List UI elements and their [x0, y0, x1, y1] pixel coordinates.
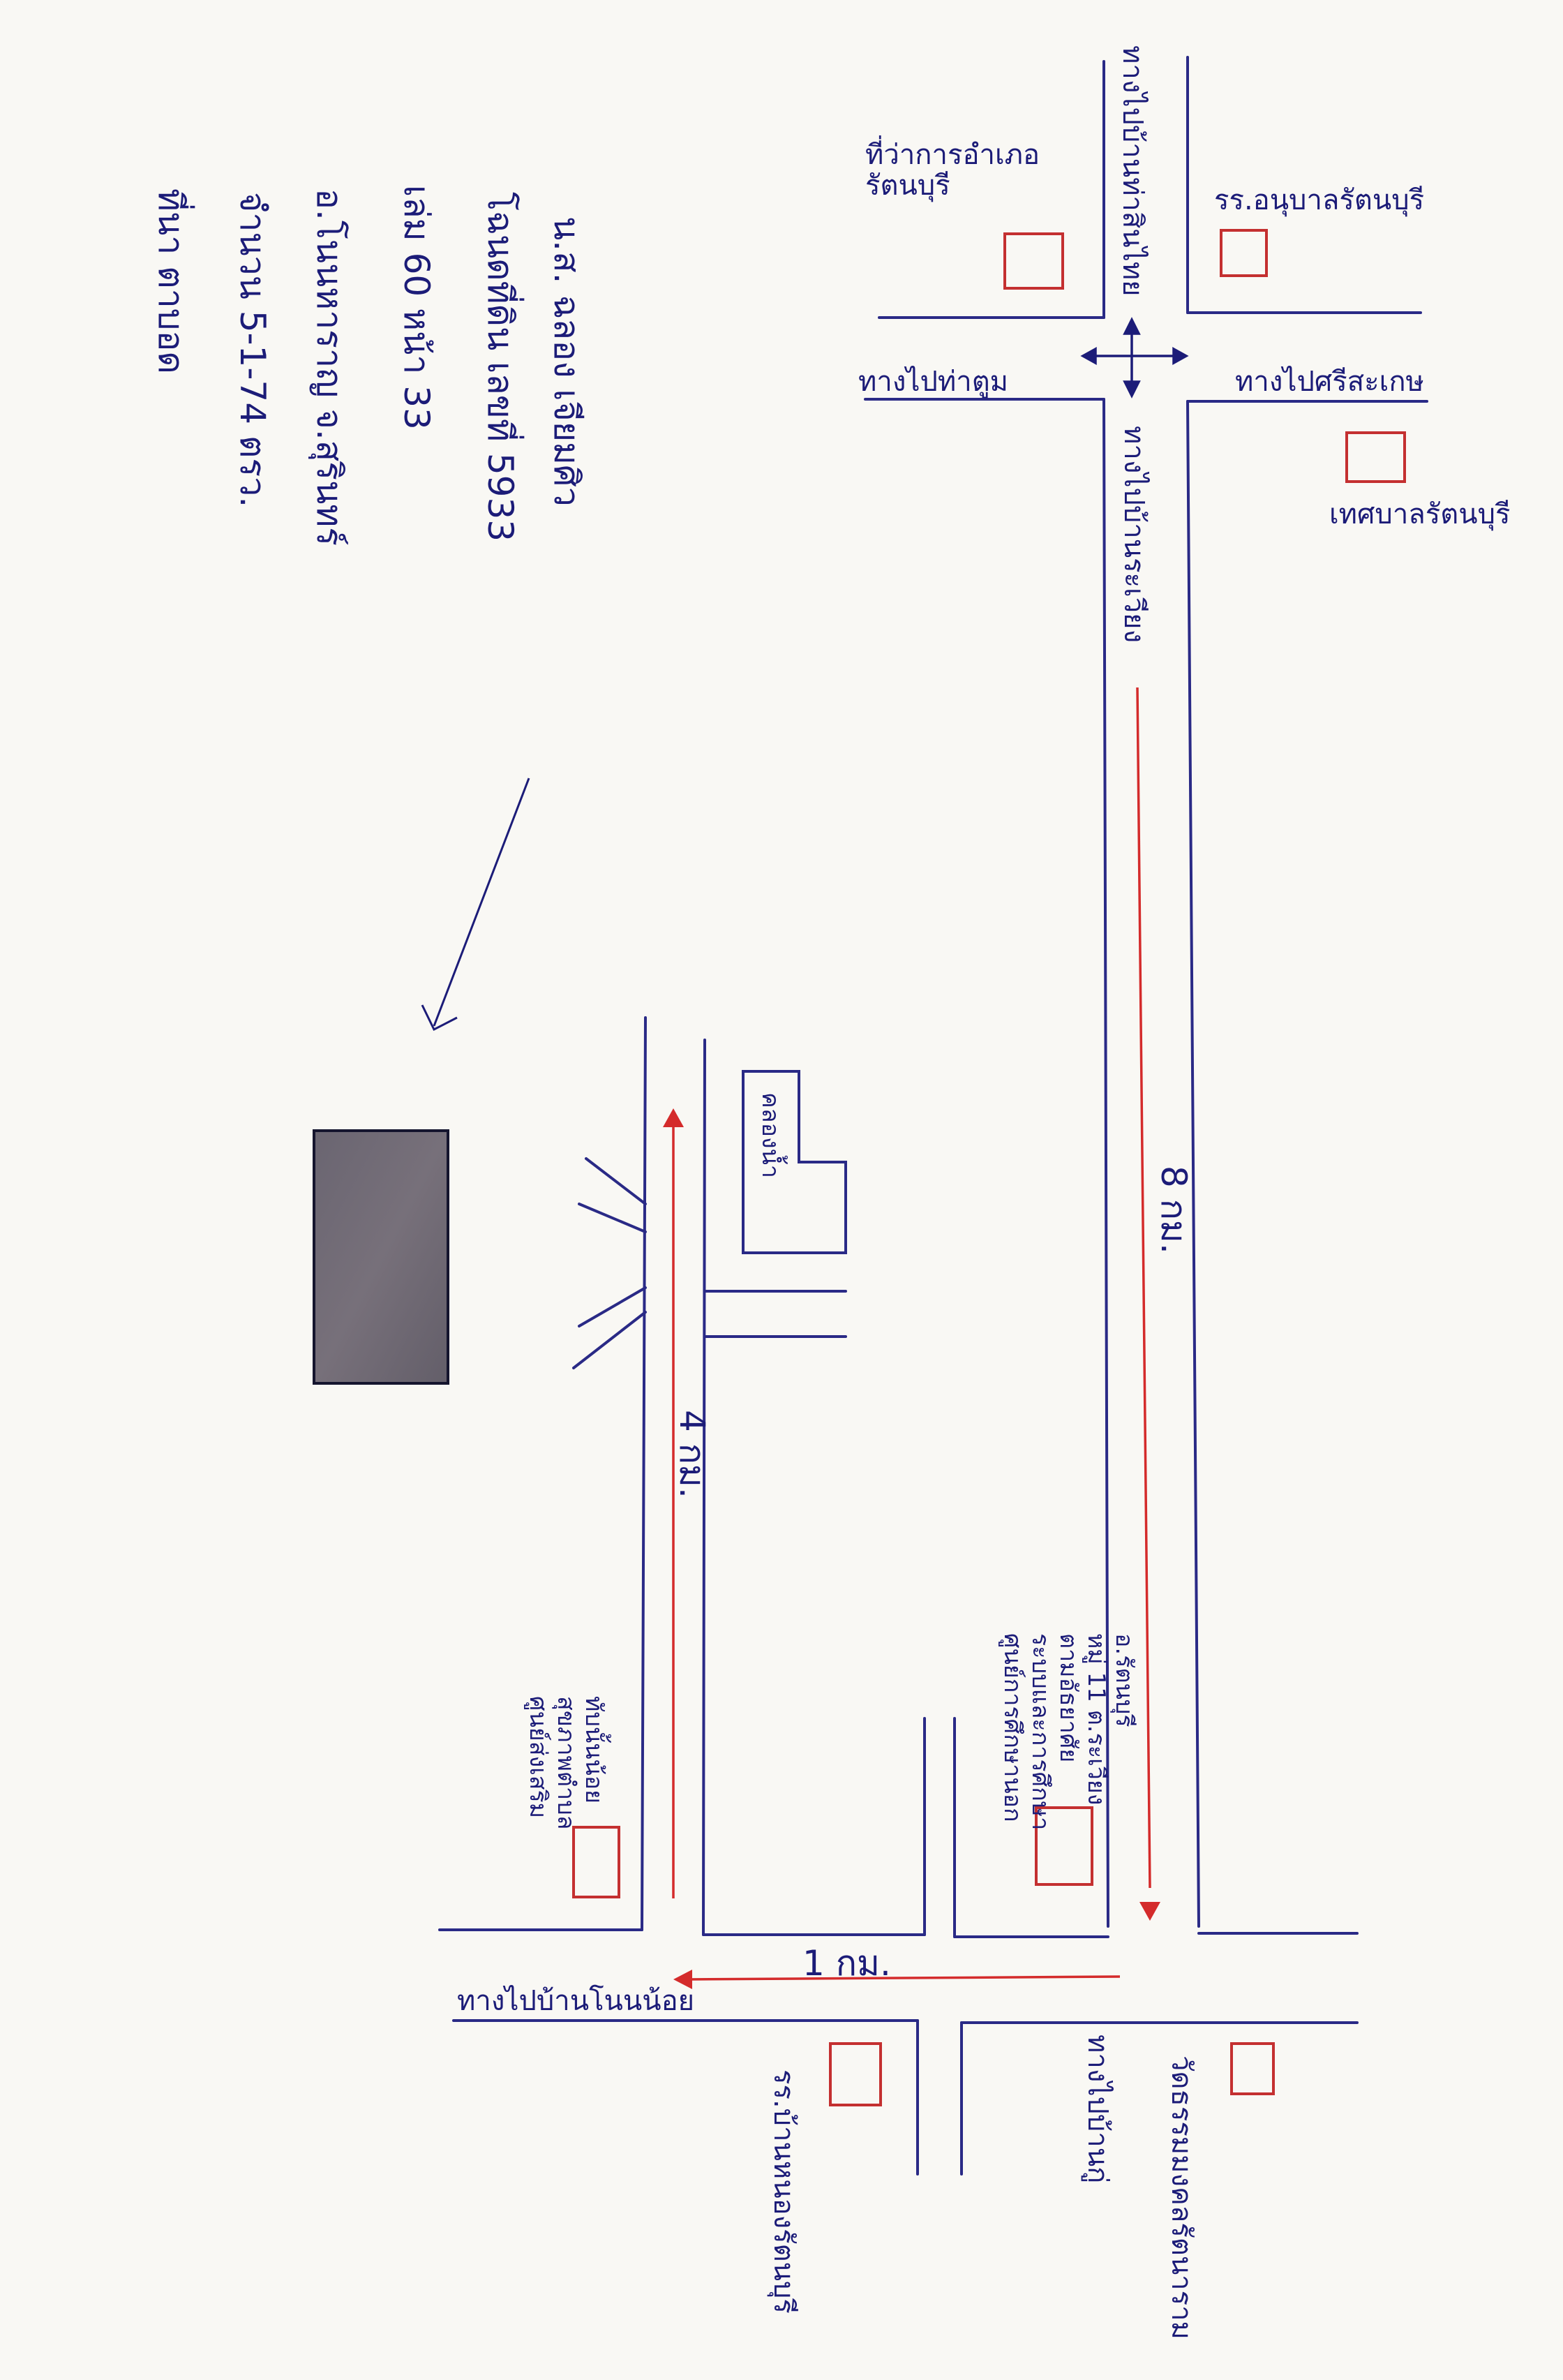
label-to-west: ทางไปท่าตูม	[858, 366, 1008, 398]
road-mid-right	[702, 1039, 706, 1936]
path-to-plot-3	[578, 1286, 647, 1327]
distance-main: 8 กม.	[1153, 1166, 1194, 1254]
route-main-line	[1136, 687, 1151, 1889]
building-health-center	[572, 1826, 620, 1898]
label-line: ระบบและการศึกษา	[1026, 1633, 1054, 1830]
road-mid-left	[641, 1016, 647, 1931]
rotated-place-labels: ศูนย์ส่งเสริมสุขภาพตำบลทับนั้นน้อย ศูนย์…	[524, 1633, 1197, 2340]
label-municipality: เทศบาลรัตนบุรี	[1329, 498, 1510, 531]
label-health-center: ศูนย์ส่งเสริมสุขภาพตำบลทับนั้นน้อย	[524, 1696, 611, 1830]
route-bottom-arrowhead	[673, 1970, 692, 1989]
note-line-4: อ.โนนหาราญ จ.สุรินทร์	[308, 188, 350, 546]
plot-pointer-line	[433, 778, 530, 1027]
label-to-north: ทางไปบ้านท่าสินไทย	[1116, 45, 1149, 297]
label-to-right-bottom: ทางไปบ้านกู่	[1082, 2035, 1114, 2183]
label-line: ทับนั้นน้อย	[580, 1696, 611, 1803]
route-arrows	[663, 687, 1160, 1989]
route-main-arrowhead	[1139, 1902, 1160, 1921]
building-municipality	[1345, 431, 1406, 483]
path-to-plot-2	[578, 1203, 647, 1233]
label-to-bottom: ทางไปบ้านโนนน้อย	[457, 1985, 694, 2017]
label-school: รร.บ้านหนองรัตนบุรี	[767, 2069, 800, 2314]
label-line: รัตนบุรี	[865, 170, 950, 202]
road-labels: ทางไปบ้านท่าสินไทย ทางไปท่าตูม ทางไปศรีส…	[457, 45, 1424, 2183]
path-to-plot-4	[572, 1311, 647, 1369]
label-temple: วัดธรรมมงคลรัตนาราม	[1165, 2055, 1197, 2340]
note-line-3: เล่ม 60 หน้า 33	[396, 185, 437, 430]
label-canal: คลองน้ำ	[756, 1092, 788, 1178]
distance-bottom: 1 กม.	[802, 1943, 891, 1984]
note-line-2: โฉนดที่ดิน เลขที่ 5933	[480, 192, 524, 542]
building-school	[829, 2042, 882, 2106]
route-bottom-line	[687, 1975, 1121, 1981]
building-temple	[1230, 2042, 1275, 2095]
label-line: ศูนย์การศึกษานอก	[999, 1633, 1026, 1822]
path-to-plot-1	[585, 1157, 647, 1205]
compass-cross	[1080, 317, 1189, 399]
label-to-main: ทางไปบ้านระเวียง	[1118, 426, 1150, 643]
route-mid-arrowhead	[663, 1108, 684, 1127]
deed-note: น.ส. ฉลอง เจียมศิว โฉนดที่ดิน เลขที่ 593…	[151, 185, 587, 546]
label-community-center: ศูนย์การศึกษานอกระบบและการศึกษาตามอัธยาศ…	[999, 1633, 1138, 1830]
road-main-right	[1186, 400, 1200, 1928]
label-line: ศูนย์ส่งเสริม	[524, 1696, 552, 1818]
note-line-6: ที่นา ตาบอด	[151, 188, 195, 374]
road-main-left	[1102, 398, 1109, 1928]
label-kindergarten: รร.อนุบาลรัตนบุรี	[1214, 184, 1424, 217]
place-labels: ที่ว่าการอำเภอ รัตนบุรี รร.อนุบาลรัตนบุร…	[756, 135, 1510, 1178]
buildings	[572, 229, 1406, 2106]
building-kindergarten	[1220, 229, 1268, 277]
canal-outline	[742, 1070, 847, 1254]
label-line: ตามอัธยาศัย	[1054, 1633, 1082, 1762]
label-district-office: ที่ว่าการอำเภอ รัตนบุรี	[865, 135, 1049, 202]
plot-pointer-head	[421, 1004, 458, 1032]
note-line-5: จำนวน 5-1-74 ตรว.	[232, 192, 273, 507]
note-line-1: น.ส. ฉลอง เจียมศิว	[546, 216, 587, 507]
distance-middle: 4 กม.	[672, 1410, 712, 1498]
label-district-office-text: ที่ว่าการอำเภอ	[865, 135, 1040, 171]
label-line: สุขภาพตำบล	[552, 1696, 580, 1830]
label-line: หมู่ 11 ต.ระเวียง	[1082, 1633, 1110, 1805]
label-to-east: ทางไปศรีสะเกษ	[1235, 366, 1424, 398]
building-community-center	[1035, 1806, 1093, 1886]
roads	[438, 56, 1428, 2176]
label-line: อ.รัตนบุรี	[1110, 1633, 1138, 1727]
building-district-office	[1003, 232, 1064, 290]
land-plot	[313, 1129, 449, 1385]
